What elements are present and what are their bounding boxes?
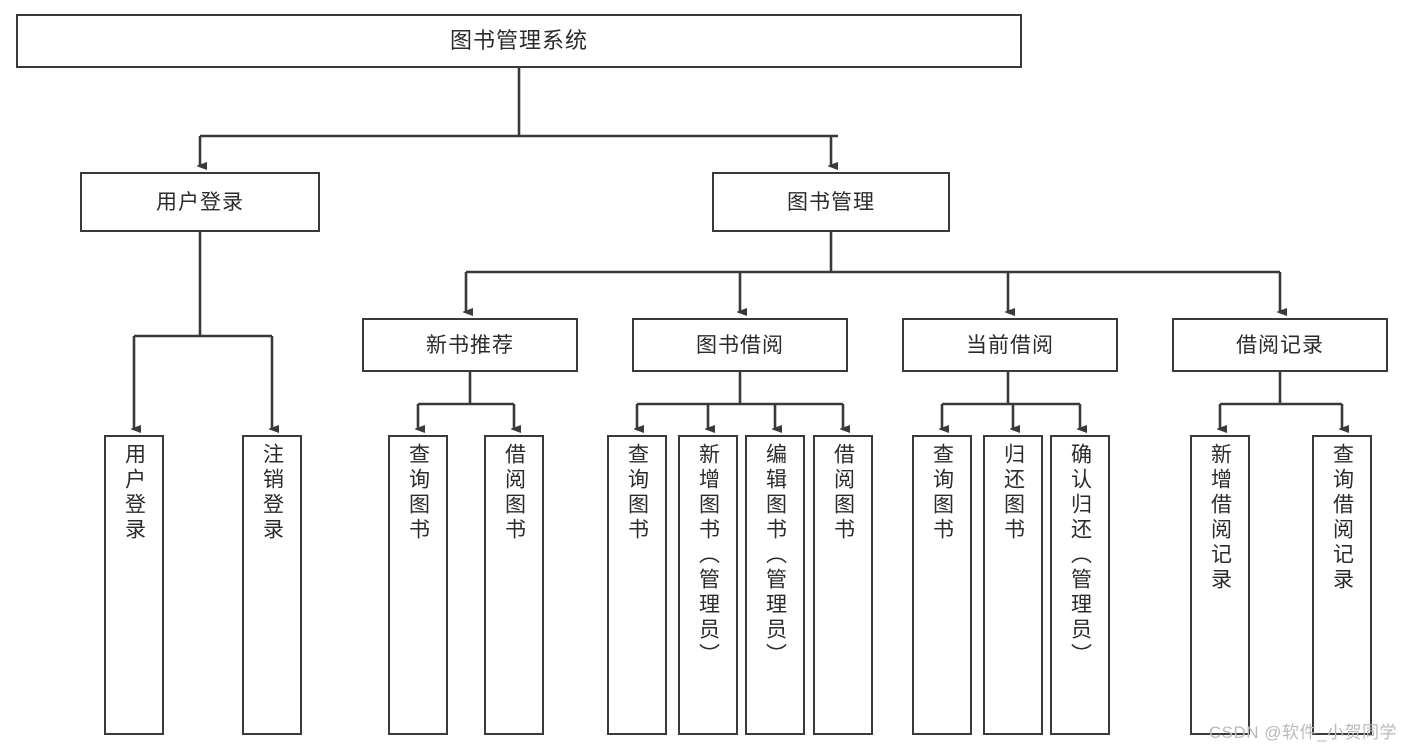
- leaf-confirm-return-admin[interactable]: 确认归还（管理员）: [1050, 435, 1110, 735]
- leaf-return-book-label: 归还图书: [1001, 443, 1025, 543]
- leaf-edit-book-admin-label: 编辑图书（管理员）: [763, 443, 787, 668]
- node-user-login[interactable]: 用户登录: [80, 172, 320, 232]
- leaf-user-login[interactable]: 用户登录: [104, 435, 164, 735]
- leaf-logout-label: 注销登录: [260, 443, 284, 543]
- leaf-query-book-borrow[interactable]: 查询图书: [607, 435, 667, 735]
- leaf-return-book[interactable]: 归还图书: [983, 435, 1043, 735]
- leaf-add-book-admin-label: 新增图书（管理员）: [696, 443, 720, 668]
- node-book-management-label: 图书管理: [787, 190, 875, 214]
- leaf-query-book-borrow-label: 查询图书: [625, 443, 649, 543]
- leaf-query-book-newbook[interactable]: 查询图书: [388, 435, 448, 735]
- leaf-add-borrow-record[interactable]: 新增借阅记录: [1190, 435, 1250, 735]
- leaf-user-login-label: 用户登录: [122, 443, 146, 543]
- leaf-query-borrow-record[interactable]: 查询借阅记录: [1312, 435, 1372, 735]
- node-root[interactable]: 图书管理系统: [16, 14, 1022, 68]
- leaf-query-book-newbook-label: 查询图书: [406, 443, 430, 543]
- leaf-add-book-admin[interactable]: 新增图书（管理员）: [678, 435, 738, 735]
- node-new-book-recommend[interactable]: 新书推荐: [362, 318, 578, 372]
- node-new-book-recommend-label: 新书推荐: [426, 333, 514, 357]
- node-root-label: 图书管理系统: [449, 28, 588, 53]
- node-book-borrow[interactable]: 图书借阅: [632, 318, 848, 372]
- leaf-query-book-current-label: 查询图书: [930, 443, 954, 543]
- leaf-edit-book-admin[interactable]: 编辑图书（管理员）: [745, 435, 805, 735]
- leaf-borrow-book-label: 借阅图书: [831, 443, 855, 543]
- node-borrow-record-label: 借阅记录: [1236, 333, 1324, 357]
- leaf-add-borrow-record-label: 新增借阅记录: [1208, 443, 1232, 593]
- node-user-login-label: 用户登录: [156, 190, 244, 214]
- node-book-management[interactable]: 图书管理: [712, 172, 950, 232]
- node-current-borrow-label: 当前借阅: [966, 333, 1054, 357]
- leaf-confirm-return-admin-label: 确认归还（管理员）: [1068, 443, 1092, 668]
- leaf-logout[interactable]: 注销登录: [242, 435, 302, 735]
- node-borrow-record[interactable]: 借阅记录: [1172, 318, 1388, 372]
- leaf-borrow-book-newbook[interactable]: 借阅图书: [484, 435, 544, 735]
- node-current-borrow[interactable]: 当前借阅: [902, 318, 1118, 372]
- leaf-query-borrow-record-label: 查询借阅记录: [1330, 443, 1354, 593]
- leaf-borrow-book[interactable]: 借阅图书: [813, 435, 873, 735]
- leaf-borrow-book-newbook-label: 借阅图书: [502, 443, 526, 543]
- watermark-text: CSDN @软件_小贺同学: [1208, 723, 1397, 742]
- leaf-query-book-current[interactable]: 查询图书: [912, 435, 972, 735]
- node-book-borrow-label: 图书借阅: [696, 333, 784, 357]
